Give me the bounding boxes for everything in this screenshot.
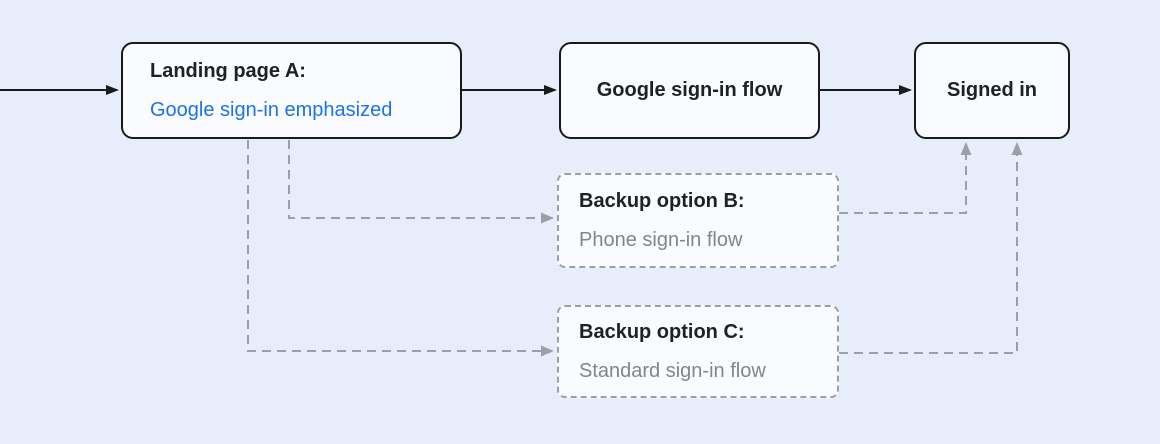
node-backup-option-c: Backup option C: Standard sign-in flow bbox=[557, 305, 839, 398]
signed-in-label: Signed in bbox=[947, 79, 1037, 101]
backup-option-b-title: Backup option B: bbox=[579, 189, 745, 212]
connector-backup-b-to-signedin bbox=[839, 142, 972, 214]
backup-option-c-subtitle: Standard sign-in flow bbox=[579, 359, 766, 382]
connector-landing-to-backup-b bbox=[288, 140, 554, 224]
node-landing-page-a: Landing page A: Google sign-in emphasize… bbox=[121, 42, 462, 139]
connector-landing-to-backup-c bbox=[247, 140, 554, 357]
connector-backup-c-to-signedin bbox=[839, 142, 1023, 354]
landing-page-a-subtitle: Google sign-in emphasized bbox=[150, 98, 393, 121]
node-signed-in: Signed in bbox=[914, 42, 1070, 139]
node-backup-option-b: Backup option B: Phone sign-in flow bbox=[557, 173, 839, 268]
node-google-signin-flow: Google sign-in flow bbox=[559, 42, 820, 139]
backup-option-c-title: Backup option C: bbox=[579, 320, 745, 343]
google-signin-flow-label: Google sign-in flow bbox=[596, 79, 783, 101]
backup-option-b-subtitle: Phone sign-in flow bbox=[579, 228, 743, 251]
landing-page-a-title: Landing page A: bbox=[150, 59, 306, 82]
